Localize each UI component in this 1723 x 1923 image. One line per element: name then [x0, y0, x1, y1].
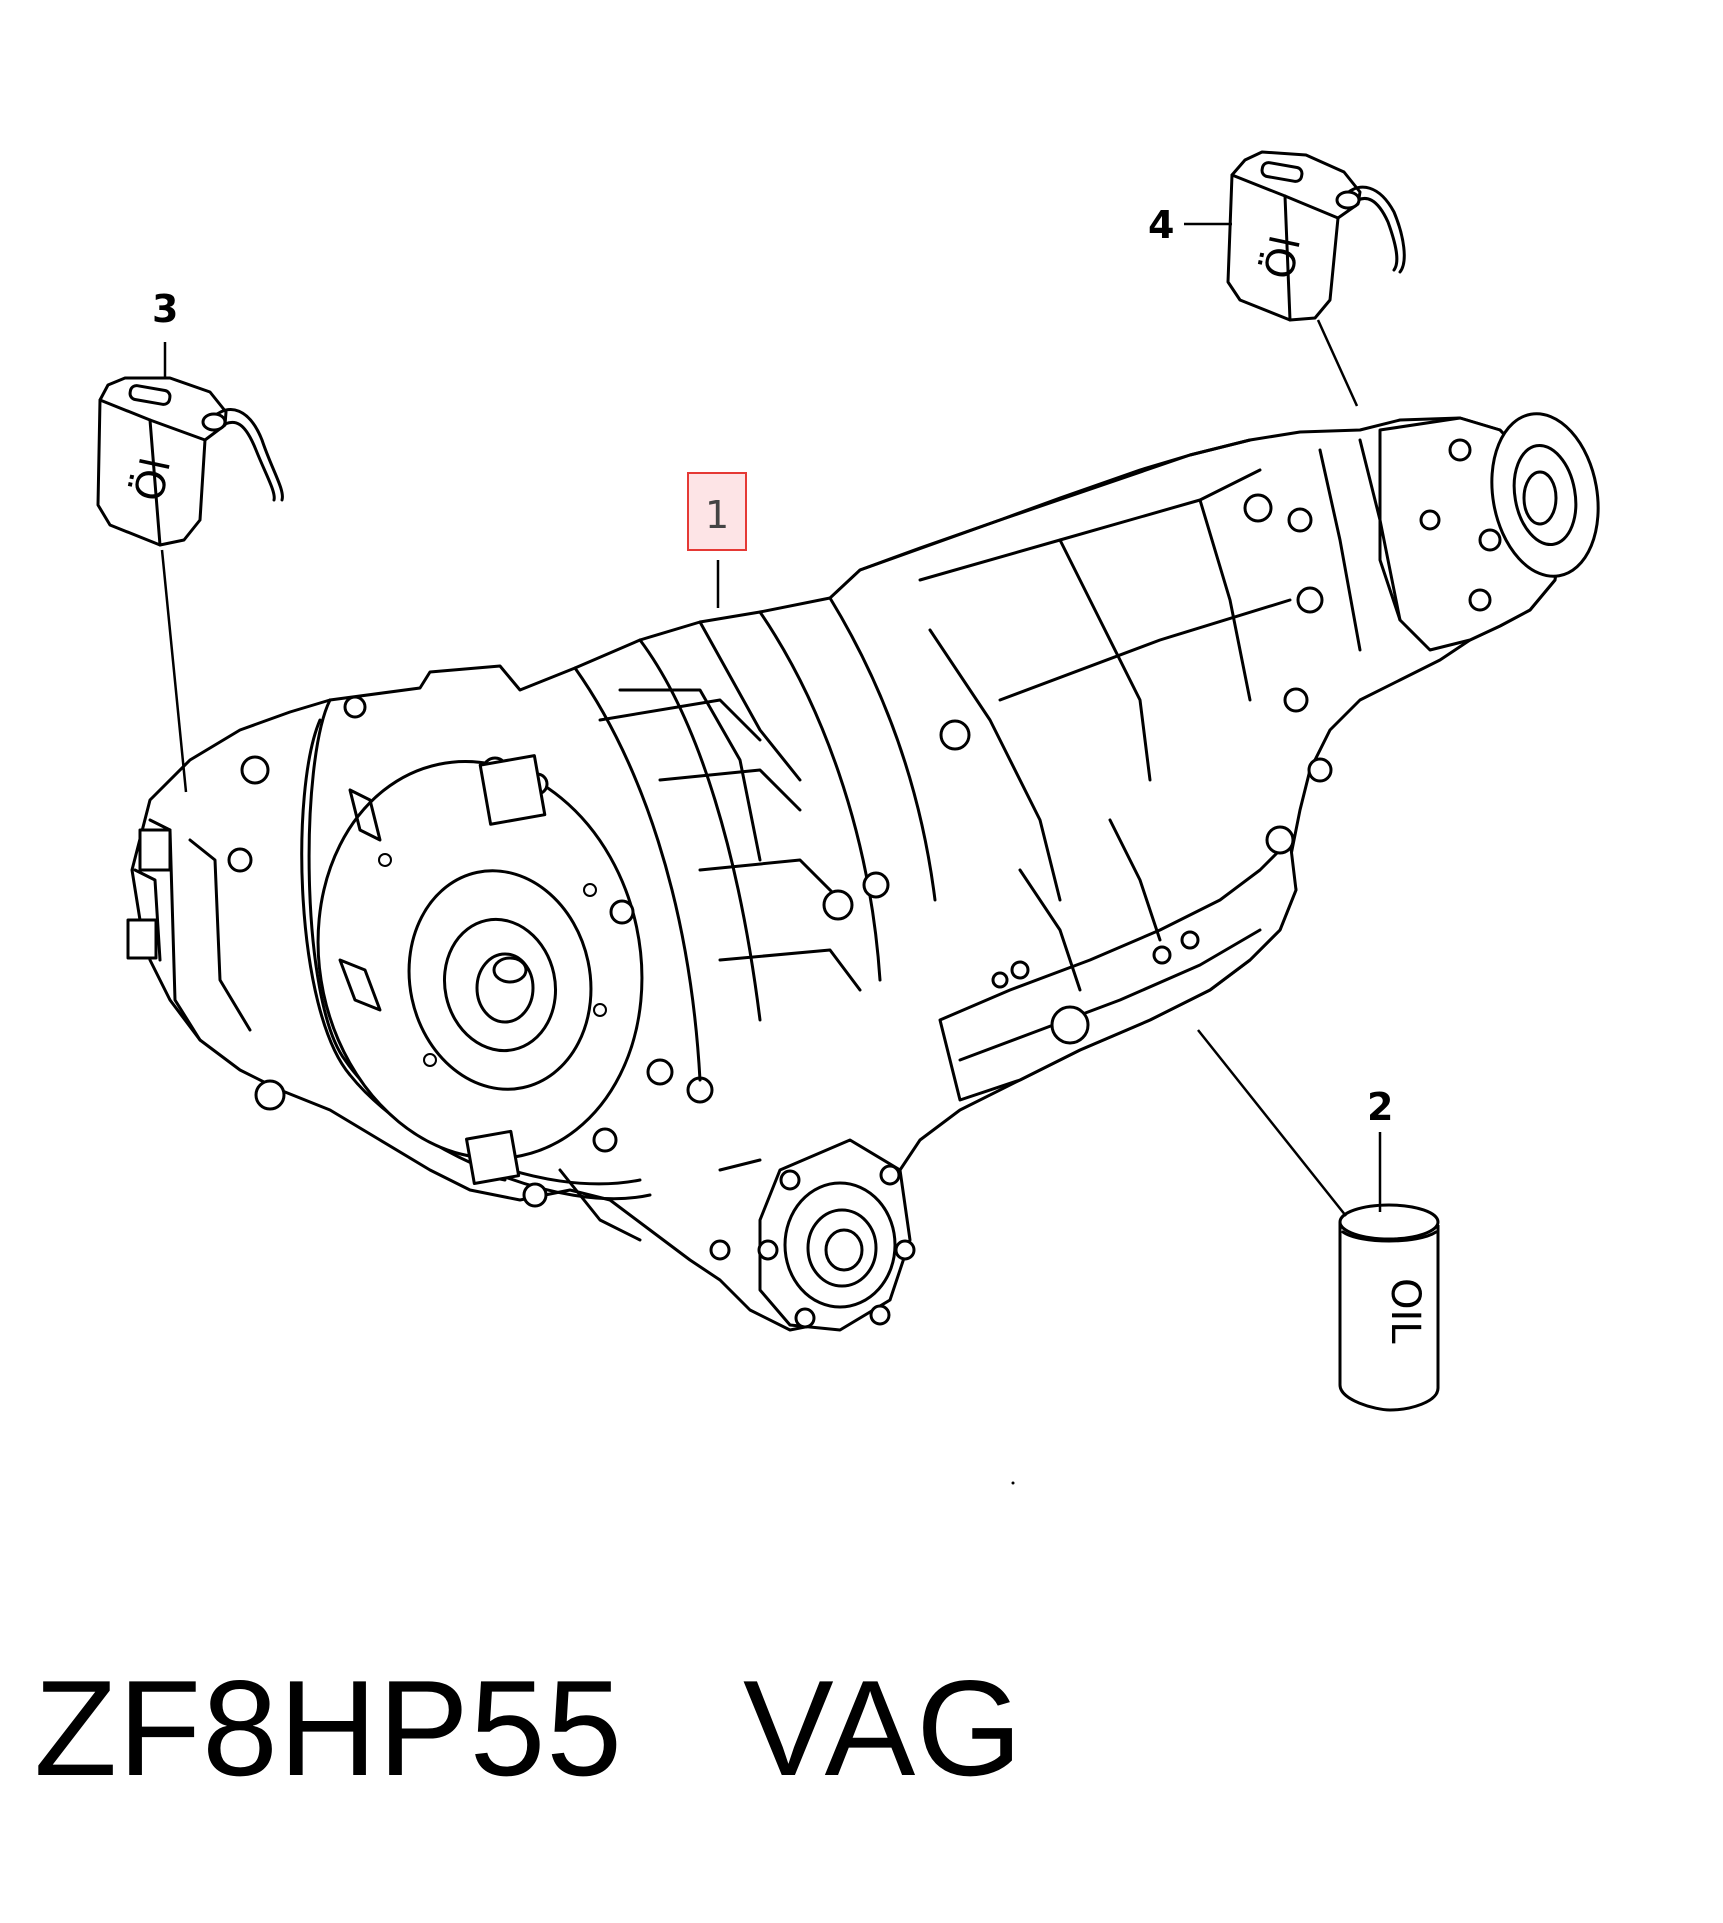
- callout-1-highlight[interactable]: [687, 472, 747, 551]
- speck: [1011, 1481, 1015, 1485]
- oil-jug-left: Öl: [96, 376, 284, 547]
- torque-converter: [316, 760, 644, 1182]
- oil-label-right: Öl: [1254, 232, 1310, 284]
- leader-3b: [160, 549, 188, 793]
- oil-can: OIL: [1338, 1203, 1440, 1412]
- callout-4[interactable]: 4: [1148, 203, 1174, 247]
- caption-model: ZF8HP55: [34, 1652, 623, 1804]
- callout-1[interactable]: 1: [705, 493, 729, 537]
- callout-2[interactable]: 2: [1367, 1085, 1393, 1129]
- callout-3[interactable]: 3: [152, 287, 178, 331]
- leader-lines: [160, 222, 1382, 1217]
- transmission-assembly: [126, 412, 1600, 1332]
- callouts: 1 2 3 4: [152, 203, 1393, 1129]
- leader-2b: [1197, 1029, 1347, 1217]
- caption-brand: VAG: [742, 1652, 1024, 1804]
- output-flange: [1318, 412, 1600, 652]
- oil-jug-right: Öl: [1226, 150, 1406, 322]
- side-output-flange: [709, 1138, 916, 1332]
- oil-label-left: Öl: [124, 454, 180, 506]
- can-label: OIL: [1382, 1278, 1428, 1344]
- leader-4b: [1316, 319, 1359, 407]
